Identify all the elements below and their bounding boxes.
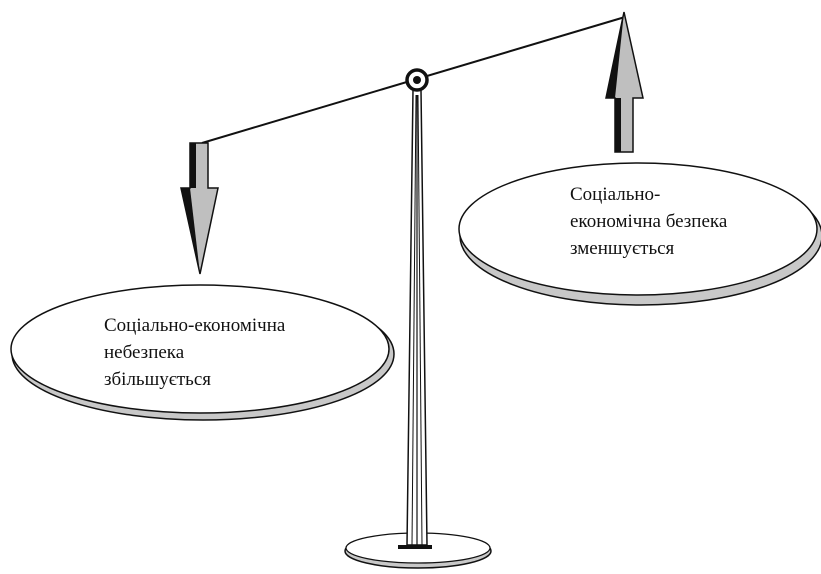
right-pan-line-1: Соціально- — [570, 184, 661, 205]
right-pan-line-3: зменшується — [570, 238, 675, 259]
arrow-down-icon — [180, 142, 219, 275]
scale-stand — [406, 89, 428, 546]
right-pan — [458, 162, 821, 306]
left-pan-line-2: небезпека — [104, 342, 185, 363]
scale-base — [344, 532, 492, 569]
left-pan-label: Соціально-економічна небезпека збільшуєт… — [104, 312, 285, 393]
right-pan-line-2: економічна безпека — [570, 211, 728, 232]
arrow-up-icon — [605, 11, 644, 153]
pivot-icon — [405, 68, 429, 92]
left-pan — [10, 284, 395, 421]
left-pan-line-3: збільшується — [104, 369, 212, 390]
left-pan-line-1: Соціально-економічна — [104, 315, 286, 336]
right-pan-label: Соціально- економічна безпека зменшуєтьс… — [570, 181, 727, 262]
